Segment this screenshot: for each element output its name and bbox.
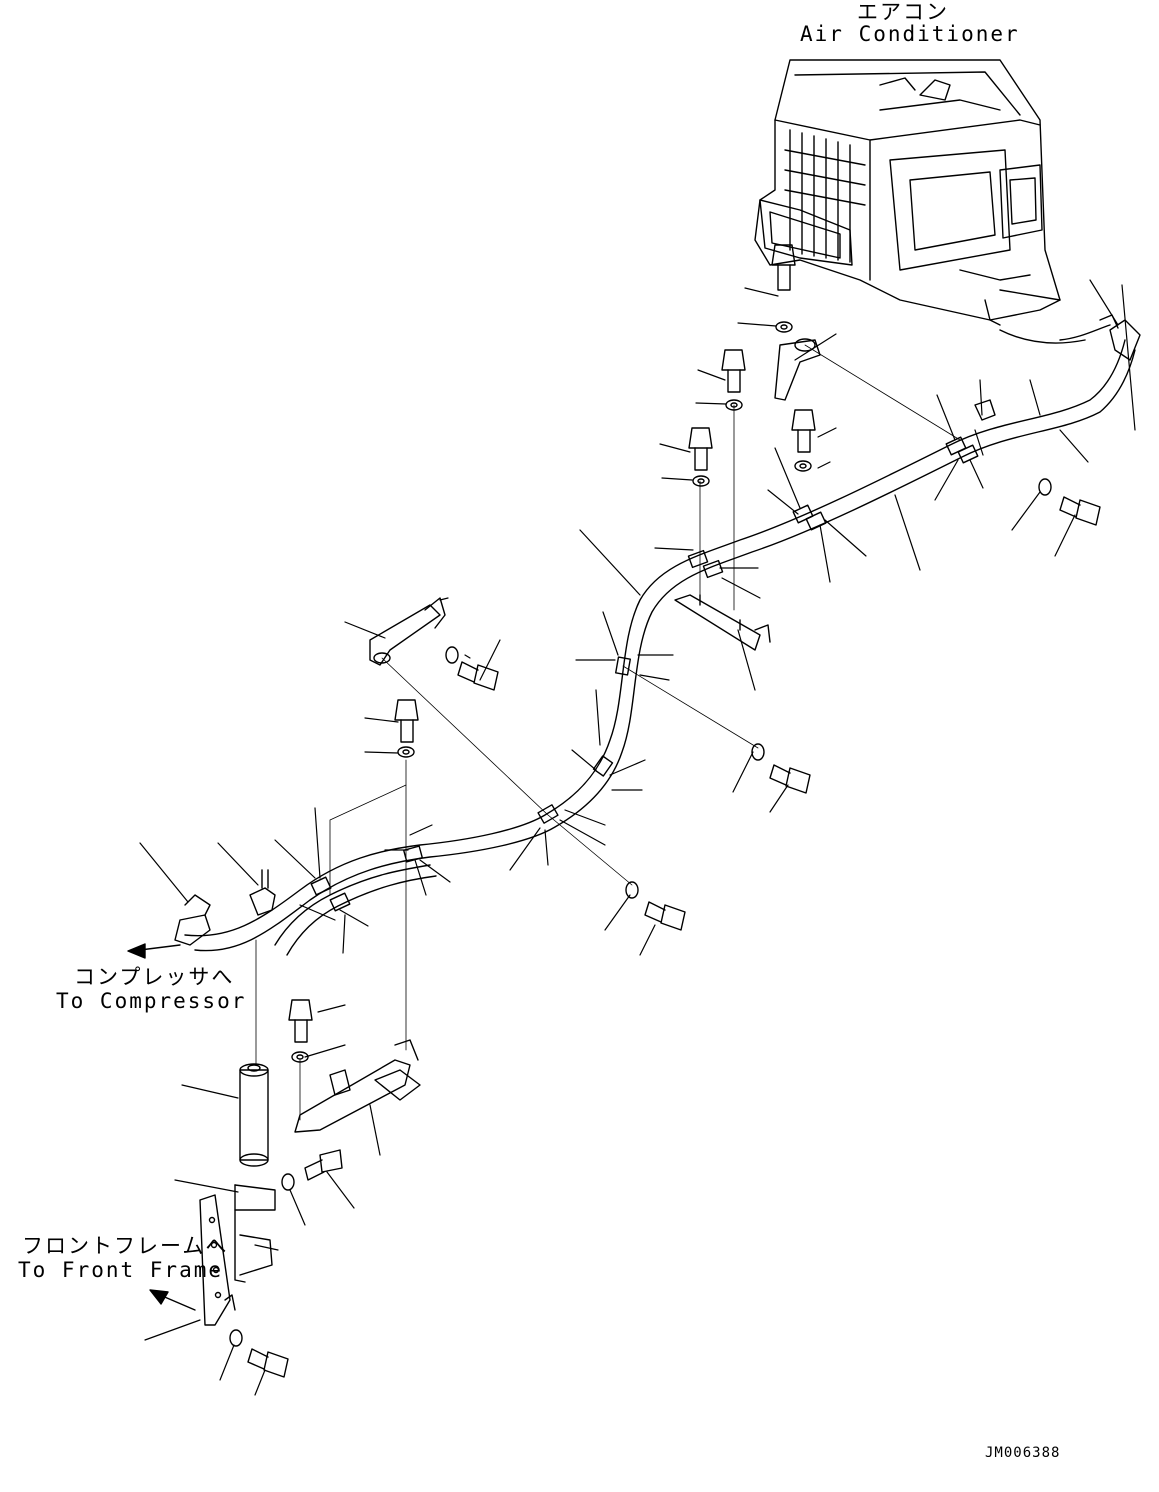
washers bbox=[230, 322, 1051, 1346]
hose-clamps bbox=[311, 437, 978, 911]
air-conditioner-label-jp: エアコン bbox=[857, 0, 949, 24]
upper-brackets bbox=[370, 339, 820, 665]
bolts bbox=[248, 245, 1100, 1377]
to-front-frame-label-en: To Front Frame bbox=[18, 1258, 224, 1282]
refrigerant-hoses bbox=[185, 325, 1135, 955]
assembly-guide-lines bbox=[256, 345, 960, 1120]
drier-mount-bracket bbox=[200, 1185, 275, 1325]
to-front-frame-label-jp: フロントフレームへ bbox=[22, 1234, 229, 1258]
hose-end-fittings bbox=[175, 315, 1140, 945]
air-conditioner-label-en: Air Conditioner bbox=[800, 22, 1020, 46]
air-conditioner-unit bbox=[755, 60, 1060, 325]
drawing-number: JM006388 bbox=[985, 1445, 1061, 1461]
lower-bracket bbox=[295, 1040, 420, 1132]
to-compressor-arrow bbox=[128, 944, 180, 958]
to-front-frame-arrow bbox=[150, 1290, 195, 1310]
receiver-drier bbox=[240, 1064, 268, 1166]
to-compressor-label-en: To Compressor bbox=[56, 989, 247, 1013]
callout-leader-lines bbox=[140, 280, 1135, 1395]
to-compressor-label-jp: コンプレッサへ bbox=[74, 965, 235, 989]
